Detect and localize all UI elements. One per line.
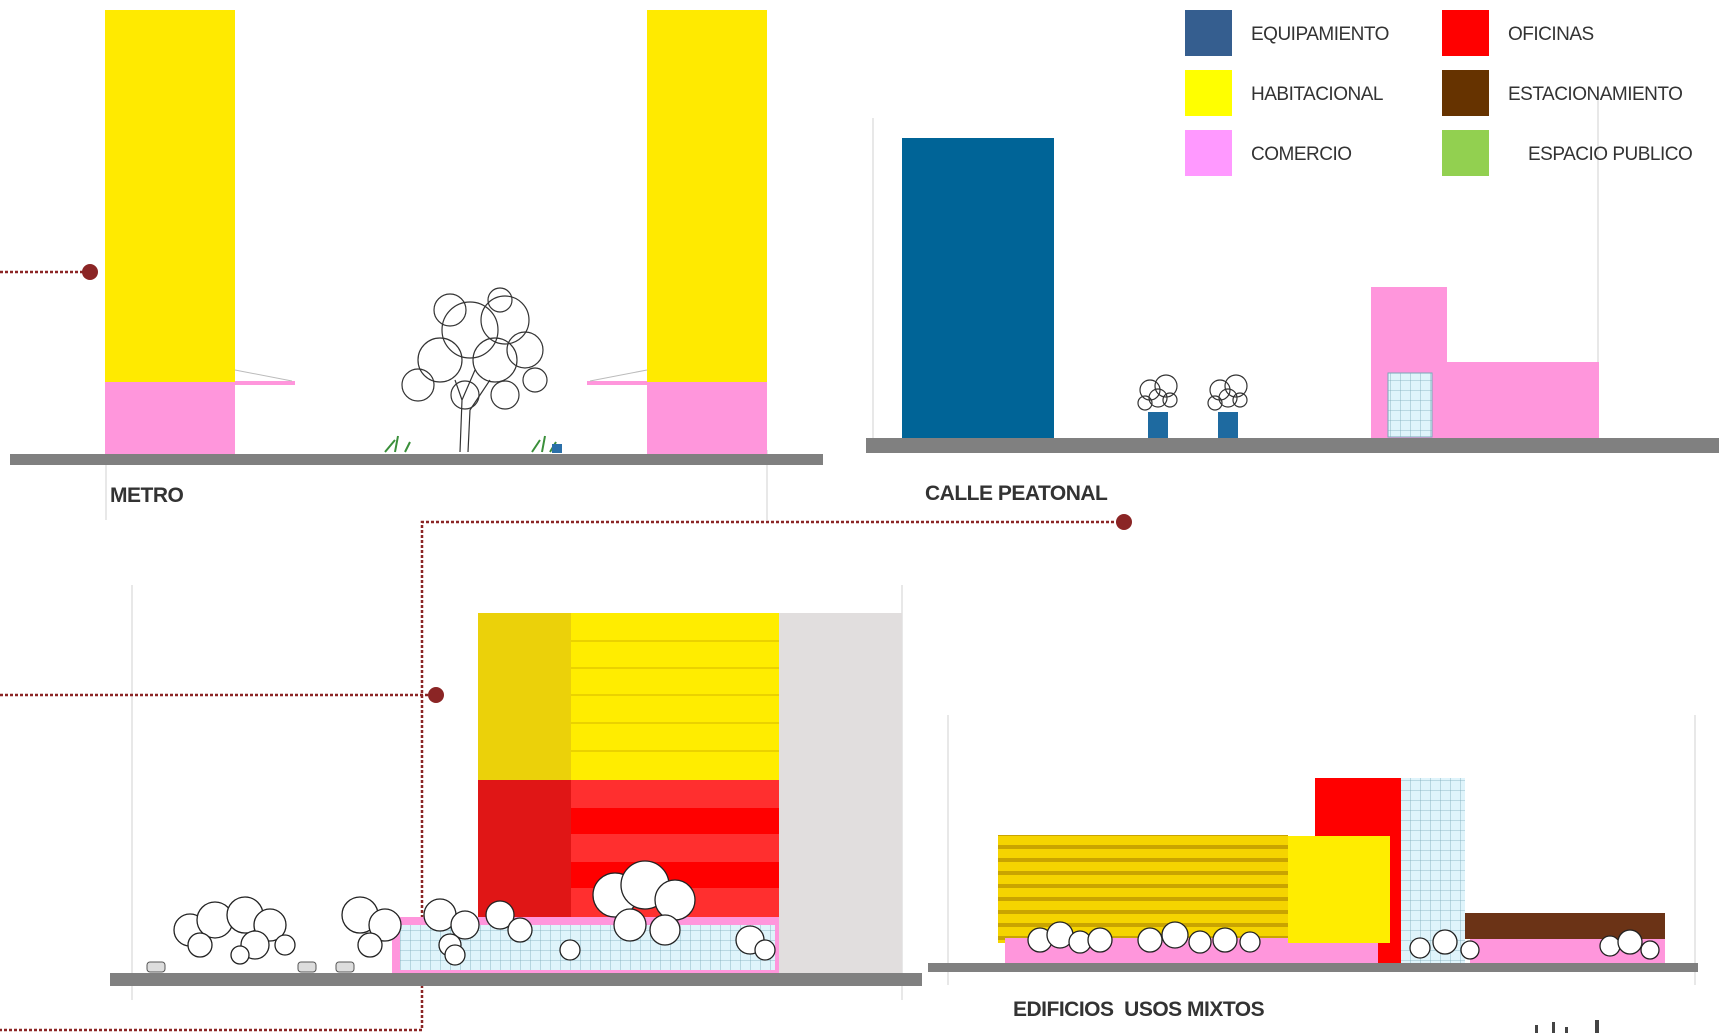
leader-dot-edificios — [428, 687, 444, 703]
calle-glass-door — [1387, 372, 1433, 438]
shrub-icon — [384, 435, 557, 453]
legend-swatch-espacio-publico — [1442, 130, 1489, 176]
partial-mark — [1535, 1020, 1599, 1033]
legend: EQUIPAMIENTO HABITACIONAL COMERCIO OFICI… — [1185, 10, 1693, 176]
tower-ground — [110, 973, 922, 986]
mixed-use-tower-section — [110, 613, 922, 986]
planter-icon — [1137, 374, 1178, 438]
leader-dot-calle — [1116, 514, 1132, 530]
section-label-metro: METRO — [110, 484, 183, 507]
legend-swatch-habitacional — [1185, 70, 1232, 116]
calle-building-equipamiento — [902, 138, 1054, 438]
tower-habitacional — [571, 613, 779, 780]
tree-icon — [401, 287, 548, 453]
section-label-calle-peatonal: CALLE PEATONAL — [925, 482, 1108, 505]
calle-building-comercio-low — [1447, 362, 1599, 439]
legend-swatch-equipamiento — [1185, 10, 1232, 56]
legend-swatch-estacionamiento — [1442, 70, 1489, 116]
tower-habitacional-shade — [478, 613, 571, 780]
metro-canopy-left — [235, 381, 295, 385]
metro-tower-left-comercio — [105, 382, 235, 455]
legend-label-oficinas: OFICINAS — [1508, 24, 1594, 45]
car-icon — [146, 961, 355, 973]
tree-icon — [1027, 921, 1660, 960]
bin-icon — [552, 444, 562, 453]
legend-label-espacio-publico: ESPACIO PUBLICO — [1528, 144, 1692, 165]
metro-canopy-right — [587, 381, 647, 385]
mixed-ground — [928, 963, 1698, 972]
section-label-edificios-usos-mixtos: EDIFICIOS USOS MIXTOS — [1013, 998, 1265, 1021]
tree-icon — [173, 860, 776, 966]
metro-tower-right-comercio — [647, 382, 767, 455]
edificios-usos-mixtos-section: EDIFICIOS USOS MIXTOS — [928, 778, 1698, 1021]
legend-label-estacionamiento: ESTACIONAMIENTO — [1508, 84, 1682, 105]
legend-swatch-oficinas — [1442, 10, 1489, 56]
legend-label-habitacional: HABITACIONAL — [1251, 84, 1383, 105]
metro-tower-left-habitacional — [105, 10, 235, 382]
legend-label-equipamiento: EQUIPAMIENTO — [1251, 24, 1389, 45]
leader-dot-metro — [82, 264, 98, 280]
planter-icon — [1207, 374, 1248, 438]
leader-lines — [0, 270, 1124, 1032]
legend-swatch-comercio — [1185, 130, 1232, 176]
tower-parking-side — [779, 613, 902, 973]
calle-peatonal-section: CALLE PEATONAL — [866, 138, 1719, 505]
metro-tower-right-habitacional — [647, 10, 767, 382]
metro-ground — [10, 454, 823, 465]
tower-oficinas-shade — [478, 780, 571, 917]
building-comercio-strip — [1288, 943, 1378, 963]
building-habitacional-block — [1288, 836, 1390, 943]
building-glass-tower — [1401, 778, 1465, 963]
metro-section: METRO — [10, 10, 823, 507]
legend-label-comercio: COMERCIO — [1251, 144, 1352, 165]
building-striped-habitacional — [998, 835, 1288, 943]
calle-ground — [866, 438, 1719, 453]
